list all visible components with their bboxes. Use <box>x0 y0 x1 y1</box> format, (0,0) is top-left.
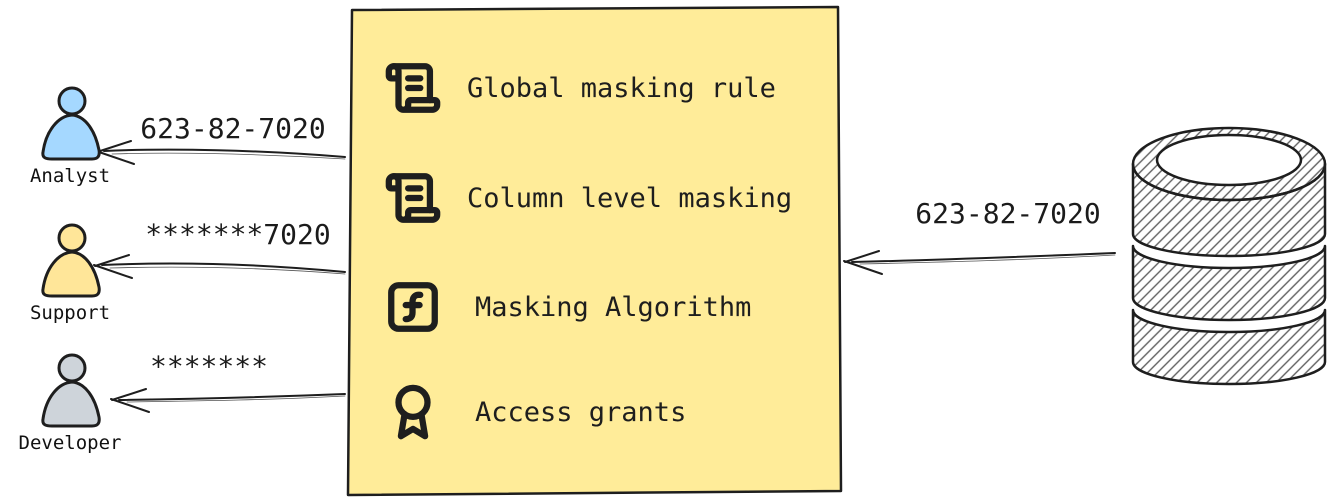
scroll-text-icon <box>385 173 441 223</box>
arrow-to-support <box>93 254 346 279</box>
masked-value-support: *******7020 <box>145 218 331 251</box>
function-square-icon <box>388 282 438 332</box>
person-icon <box>41 353 101 428</box>
person-icon <box>41 223 101 298</box>
scroll-text-icon <box>385 63 441 113</box>
box-item-label: Column level masking <box>467 182 793 214</box>
masked-value-developer: ******* <box>149 350 268 383</box>
box-item-label: Masking Algorithm <box>475 291 752 323</box>
box-item-column-level-masking: Column level masking <box>384 168 792 228</box>
award-icon <box>395 384 431 440</box>
arrow-database-to-box <box>843 250 1116 275</box>
masked-value-analyst: 623-82-7020 <box>140 112 326 145</box>
box-item-global-masking-rule: Global masking rule <box>384 58 776 118</box>
database-icon <box>1131 126 1327 386</box>
box-item-masking-algorithm: Masking Algorithm <box>384 277 751 337</box>
person-icon <box>41 86 101 161</box>
arrow-to-developer <box>110 388 346 413</box>
box-item-label: Global masking rule <box>467 72 776 104</box>
actor-developer: Developer <box>16 353 124 454</box>
actor-name: Support <box>29 302 111 324</box>
box-item-access-grants: Access grants <box>384 382 686 442</box>
actor-name: Analyst <box>29 165 111 187</box>
box-item-label: Access grants <box>475 396 687 428</box>
actor-analyst: Analyst <box>16 86 124 187</box>
actor-name: Developer <box>18 432 122 454</box>
database-sent-value: 623-82-7020 <box>915 197 1101 230</box>
masking-box <box>346 5 843 497</box>
arrow-to-analyst <box>95 140 346 165</box>
actor-support: Support <box>16 223 124 324</box>
